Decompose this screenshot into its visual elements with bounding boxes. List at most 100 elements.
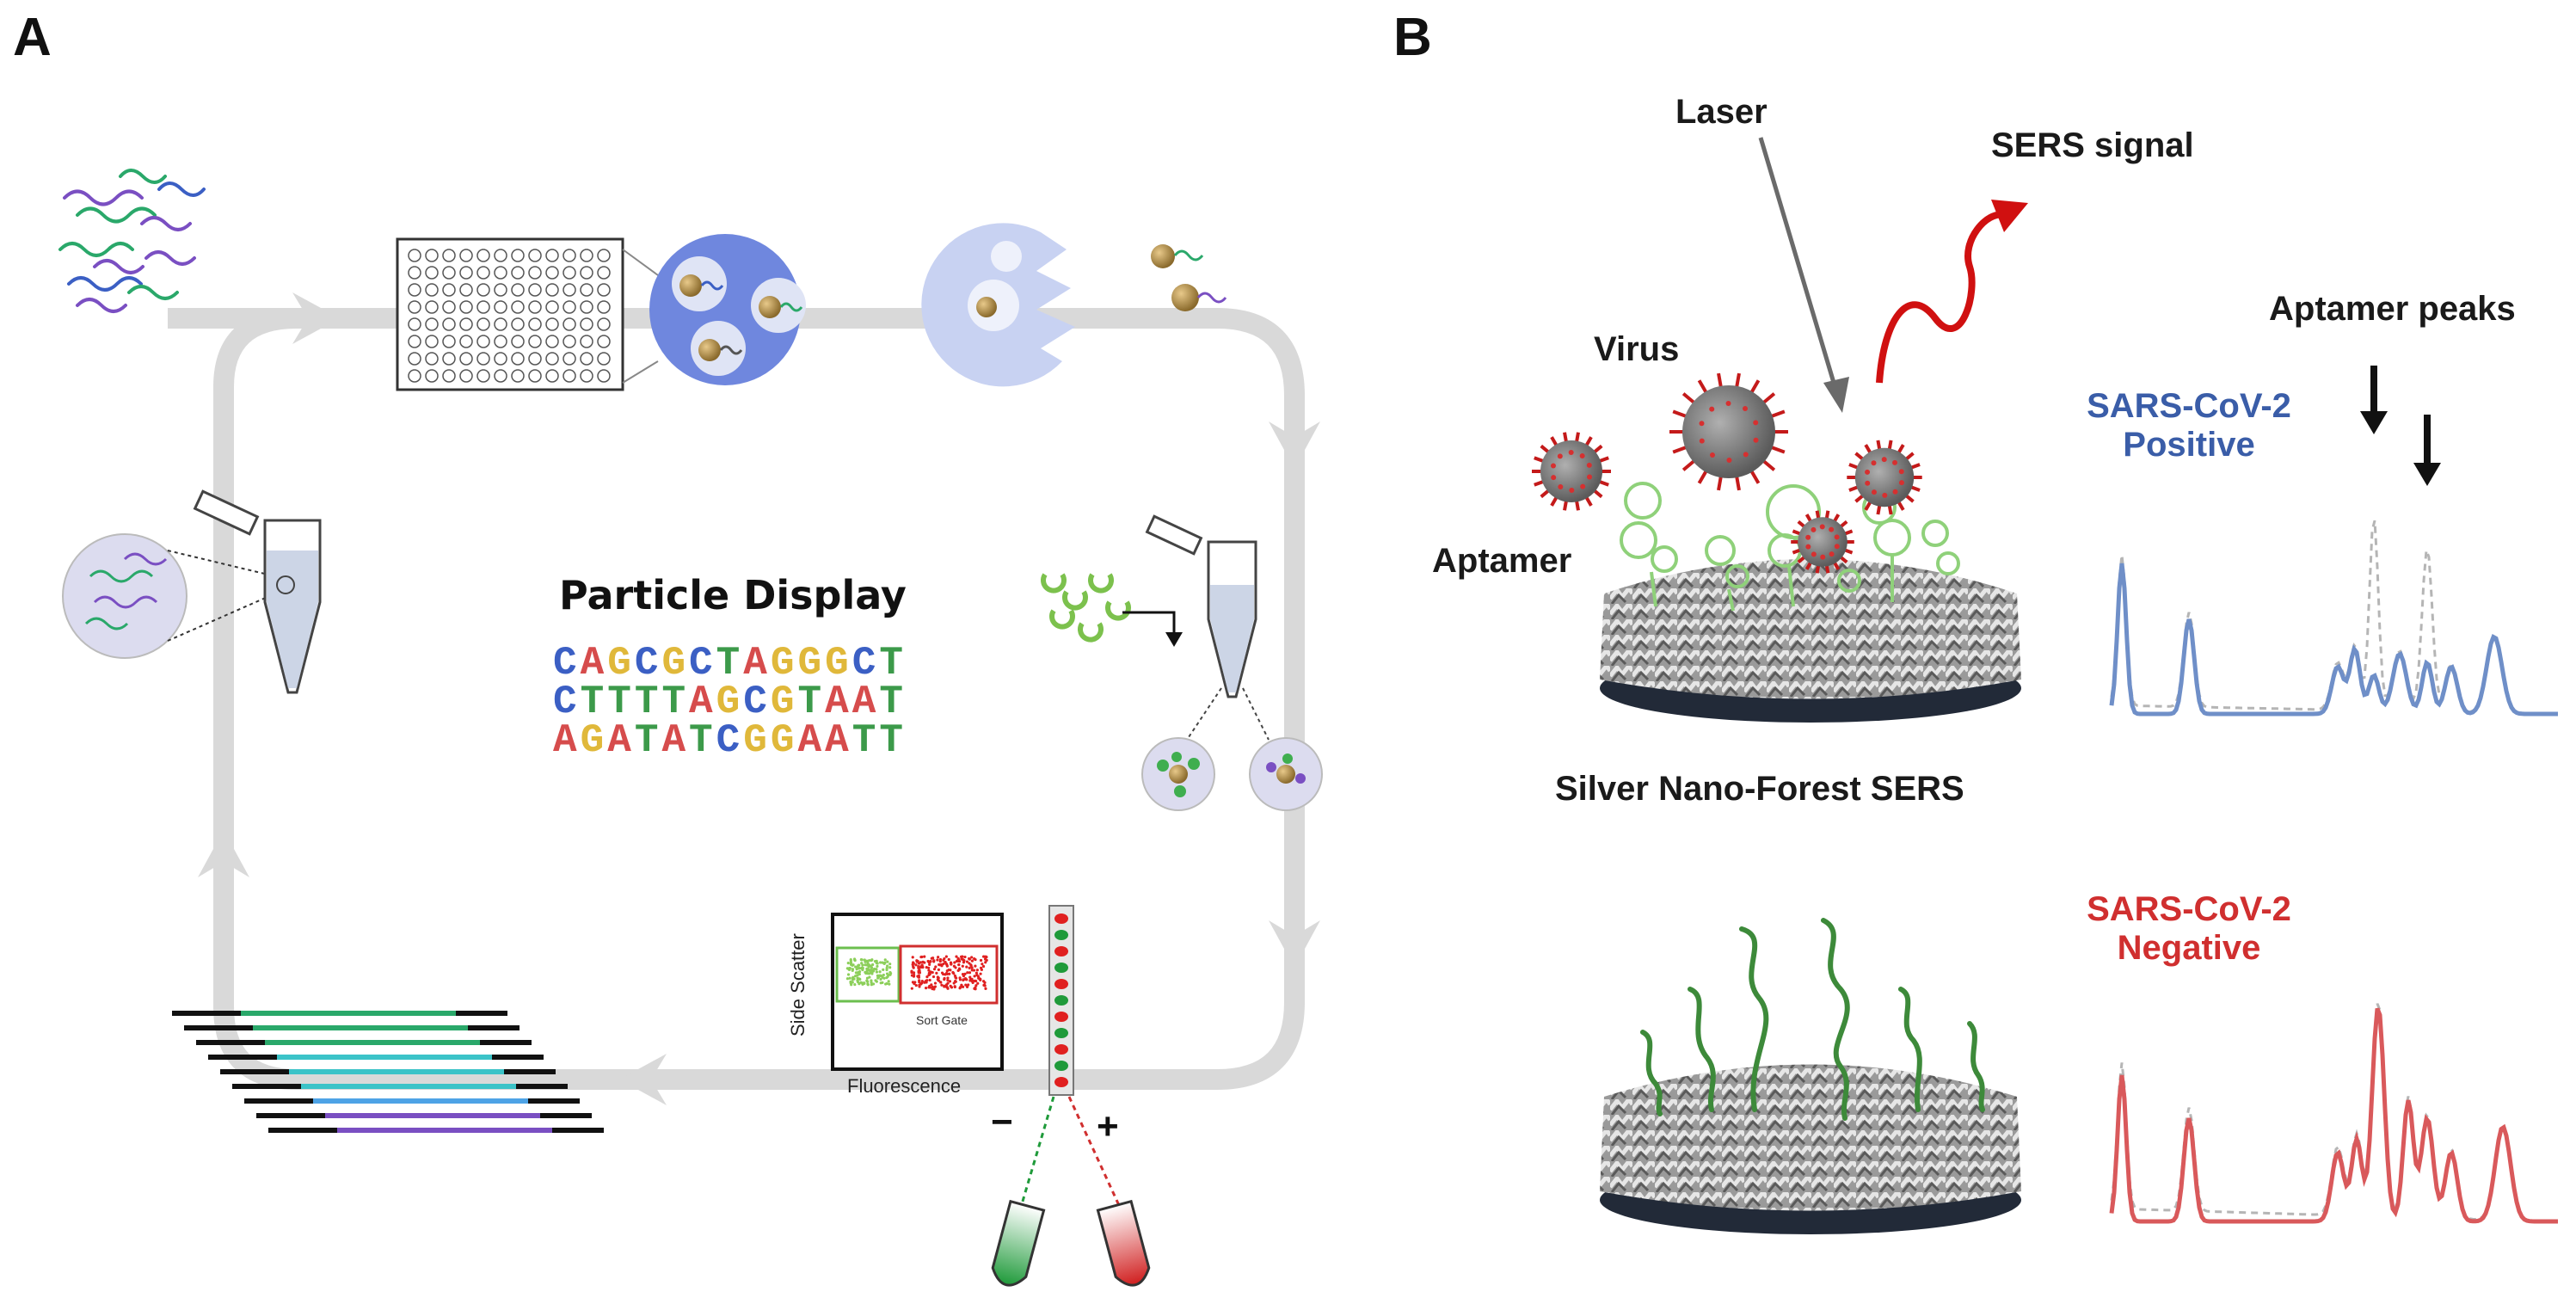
well [563,352,576,366]
negative-label: SARS-CoV-2 Negative [2064,890,2314,968]
base-letter: T [797,680,826,724]
aptamer-label: Aptamer [1432,542,1572,580]
well [511,283,525,297]
droplet [1054,1012,1068,1022]
red-population [910,955,988,991]
well [442,317,456,331]
well [528,283,542,297]
well [425,283,439,297]
well [597,352,611,366]
well [442,352,456,366]
well [494,300,507,314]
well [459,317,473,331]
well [425,317,439,331]
well [459,300,473,314]
well [442,300,456,314]
dna-tube-icon [62,489,322,694]
base-letter: C [851,641,880,686]
well [494,352,507,366]
well [528,335,542,348]
well [408,249,421,262]
base-letter: T [689,718,716,763]
well [511,369,525,383]
well [563,249,576,262]
well [528,369,542,383]
base-letter: C [689,641,716,686]
well [563,300,576,314]
well [476,369,490,383]
cycle-arrowhead-icon [1269,421,1320,469]
base-letter: T [607,680,635,724]
well [563,317,576,331]
droplet [1054,1061,1068,1071]
base-letter: G [770,718,798,763]
well [476,352,490,366]
well [494,283,507,297]
laser-beam-icon [1758,137,1849,413]
green-population [845,957,893,987]
well [528,266,542,280]
well [580,335,593,348]
sequence-row: CTTTTAGCGTAAT [553,680,907,724]
well [511,249,525,262]
well [580,369,593,383]
well [476,283,490,297]
well [442,266,456,280]
sers-signal-icon [1876,200,2028,384]
well [563,283,576,297]
well [425,266,439,280]
base-letter: A [689,680,716,724]
well [580,266,593,280]
cycle-arrowhead-icon [292,292,340,344]
well [408,335,421,348]
well [563,335,576,348]
base-letter: C [553,641,581,686]
well [597,300,611,314]
well [459,249,473,262]
base-letter: T [634,680,662,724]
virus-icon [1847,440,1922,515]
sequencing-reads-icon [172,1011,604,1133]
substrate-label: Silver Nano-Forest SERS [1555,770,1964,808]
broken-emulsion-icon [921,223,1227,387]
flow-column-icon [991,905,1151,1287]
well [442,369,456,383]
base-letter: G [770,641,798,686]
spectrum-negative [2109,1003,2559,1224]
base-letter: A [580,641,608,686]
well [528,317,542,331]
well [408,352,421,366]
selection-cycle [168,292,1320,1105]
cycle-arrowhead-icon [1269,920,1320,968]
base-letter: A [851,680,880,724]
well [442,335,456,348]
well [545,335,559,348]
well [545,317,559,331]
well [425,249,439,262]
base-letter: C [553,680,581,724]
well [580,283,593,297]
well [408,300,421,314]
virus-icon [1532,432,1611,511]
well [511,317,525,331]
well [494,249,507,262]
well [580,352,593,366]
well [545,369,559,383]
base-letter: G [825,641,852,686]
base-letter: T [851,718,880,763]
well [476,249,490,262]
green-collection-tube-icon [991,1199,1046,1287]
base-letter: A [607,718,635,763]
well [545,266,559,280]
droplet [1054,913,1068,924]
well [442,283,456,297]
well [528,300,542,314]
base-letter: T [661,680,690,724]
base-letter: A [825,680,852,724]
plot-xlabel: Fluorescence [847,1075,962,1097]
droplet [1054,979,1068,989]
negative-label-line2: Negative [2117,929,2261,967]
flow-plot [831,913,1004,1071]
well [511,300,525,314]
